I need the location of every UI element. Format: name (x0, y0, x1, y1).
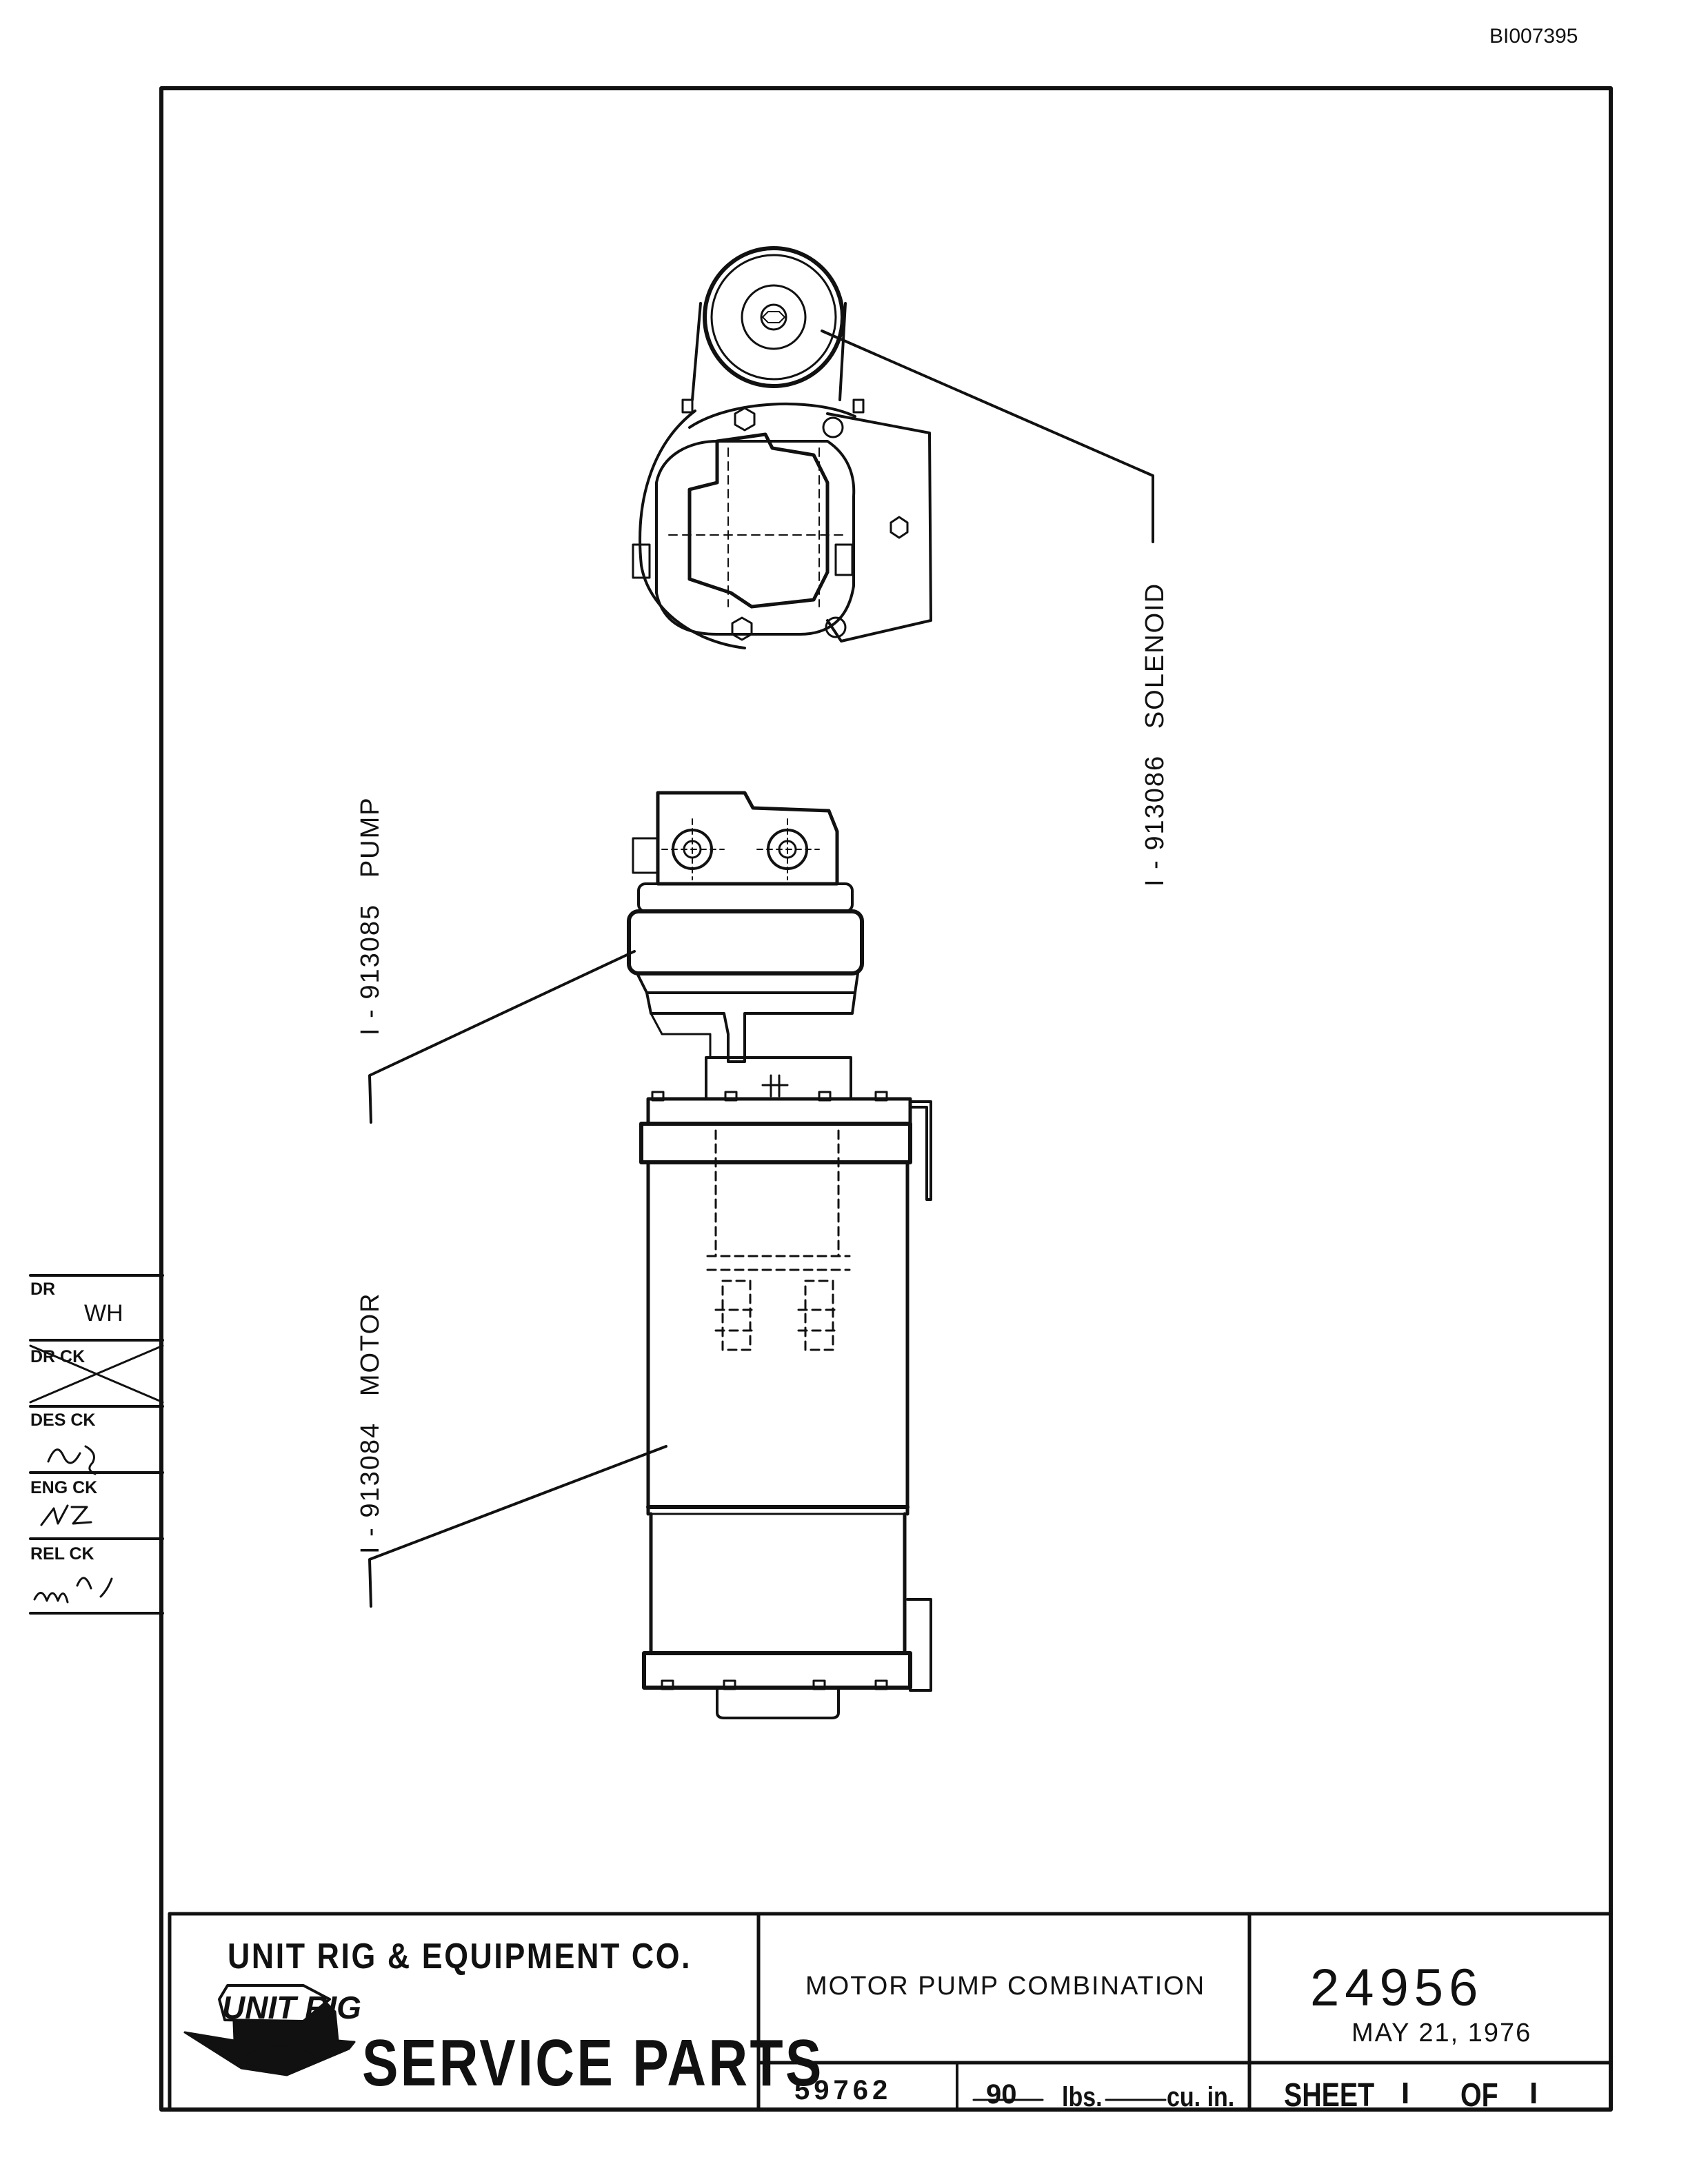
check-label-rel-ck: REL CK (30, 1544, 94, 1564)
pump-leader (368, 950, 636, 1124)
logo-text: UNIT RIG (222, 1990, 361, 2025)
solenoid-leader (821, 330, 1154, 543)
sheet-number: I (1401, 2076, 1410, 2110)
title-block-grid (168, 1912, 1613, 2112)
weight-value: 90 (986, 2079, 1017, 2110)
check-label-dr: DR (30, 1280, 56, 1299)
sheet-total: I (1529, 2076, 1538, 2110)
drawing-title: MOTOR PUMP COMBINATION (805, 1972, 1206, 2001)
motor-leader (368, 1445, 667, 1608)
drawing-number: 24956 (1310, 1959, 1484, 2017)
motor-part-number: I - 913084 (356, 1422, 385, 1554)
check-block-lines (29, 1274, 164, 1615)
motor-label: MOTOR (356, 1292, 385, 1397)
unit-rig-logo: UNIT RIG (183, 1984, 361, 2076)
pump-callout: I - 913085 PUMP (356, 796, 385, 1035)
drawing-date: MAY 21, 1976 (1352, 2019, 1532, 2048)
check-label-des-ck: DES CK (30, 1410, 96, 1430)
solenoid-part-number: I - 913086 (1141, 754, 1169, 887)
pump-label: PUMP (356, 796, 385, 878)
side-view-assembly (627, 791, 932, 1719)
solenoid-label: SOLENOID (1141, 582, 1169, 729)
document-id: BI007395 (1489, 25, 1578, 48)
of-label: OF (1460, 2077, 1498, 2114)
pump-part-number: I - 913085 (356, 903, 385, 1035)
check-initials-dr: WH (84, 1300, 123, 1326)
volume-unit: cu. in. (1167, 2082, 1235, 2112)
department-name: SERVICE PARTS (362, 2026, 824, 2100)
check-label-eng-ck: ENG CK (30, 1478, 98, 1497)
sheet-label: SHEET (1284, 2077, 1375, 2114)
motor-callout: I - 913084 MOTOR (356, 1292, 385, 1554)
sheet-border (159, 86, 1613, 2112)
part-number: 59762 (794, 2075, 892, 2105)
weight-unit: lbs. (1062, 2082, 1103, 2112)
solenoid-callout: I - 913086 SOLENOID (1141, 583, 1170, 887)
check-label-dr-ck: DR CK (30, 1347, 86, 1366)
company-name: UNIT RIG & EQUIPMENT CO. (228, 1937, 692, 1976)
signature-marks (33, 1445, 113, 1604)
end-view-assembly (632, 246, 932, 649)
